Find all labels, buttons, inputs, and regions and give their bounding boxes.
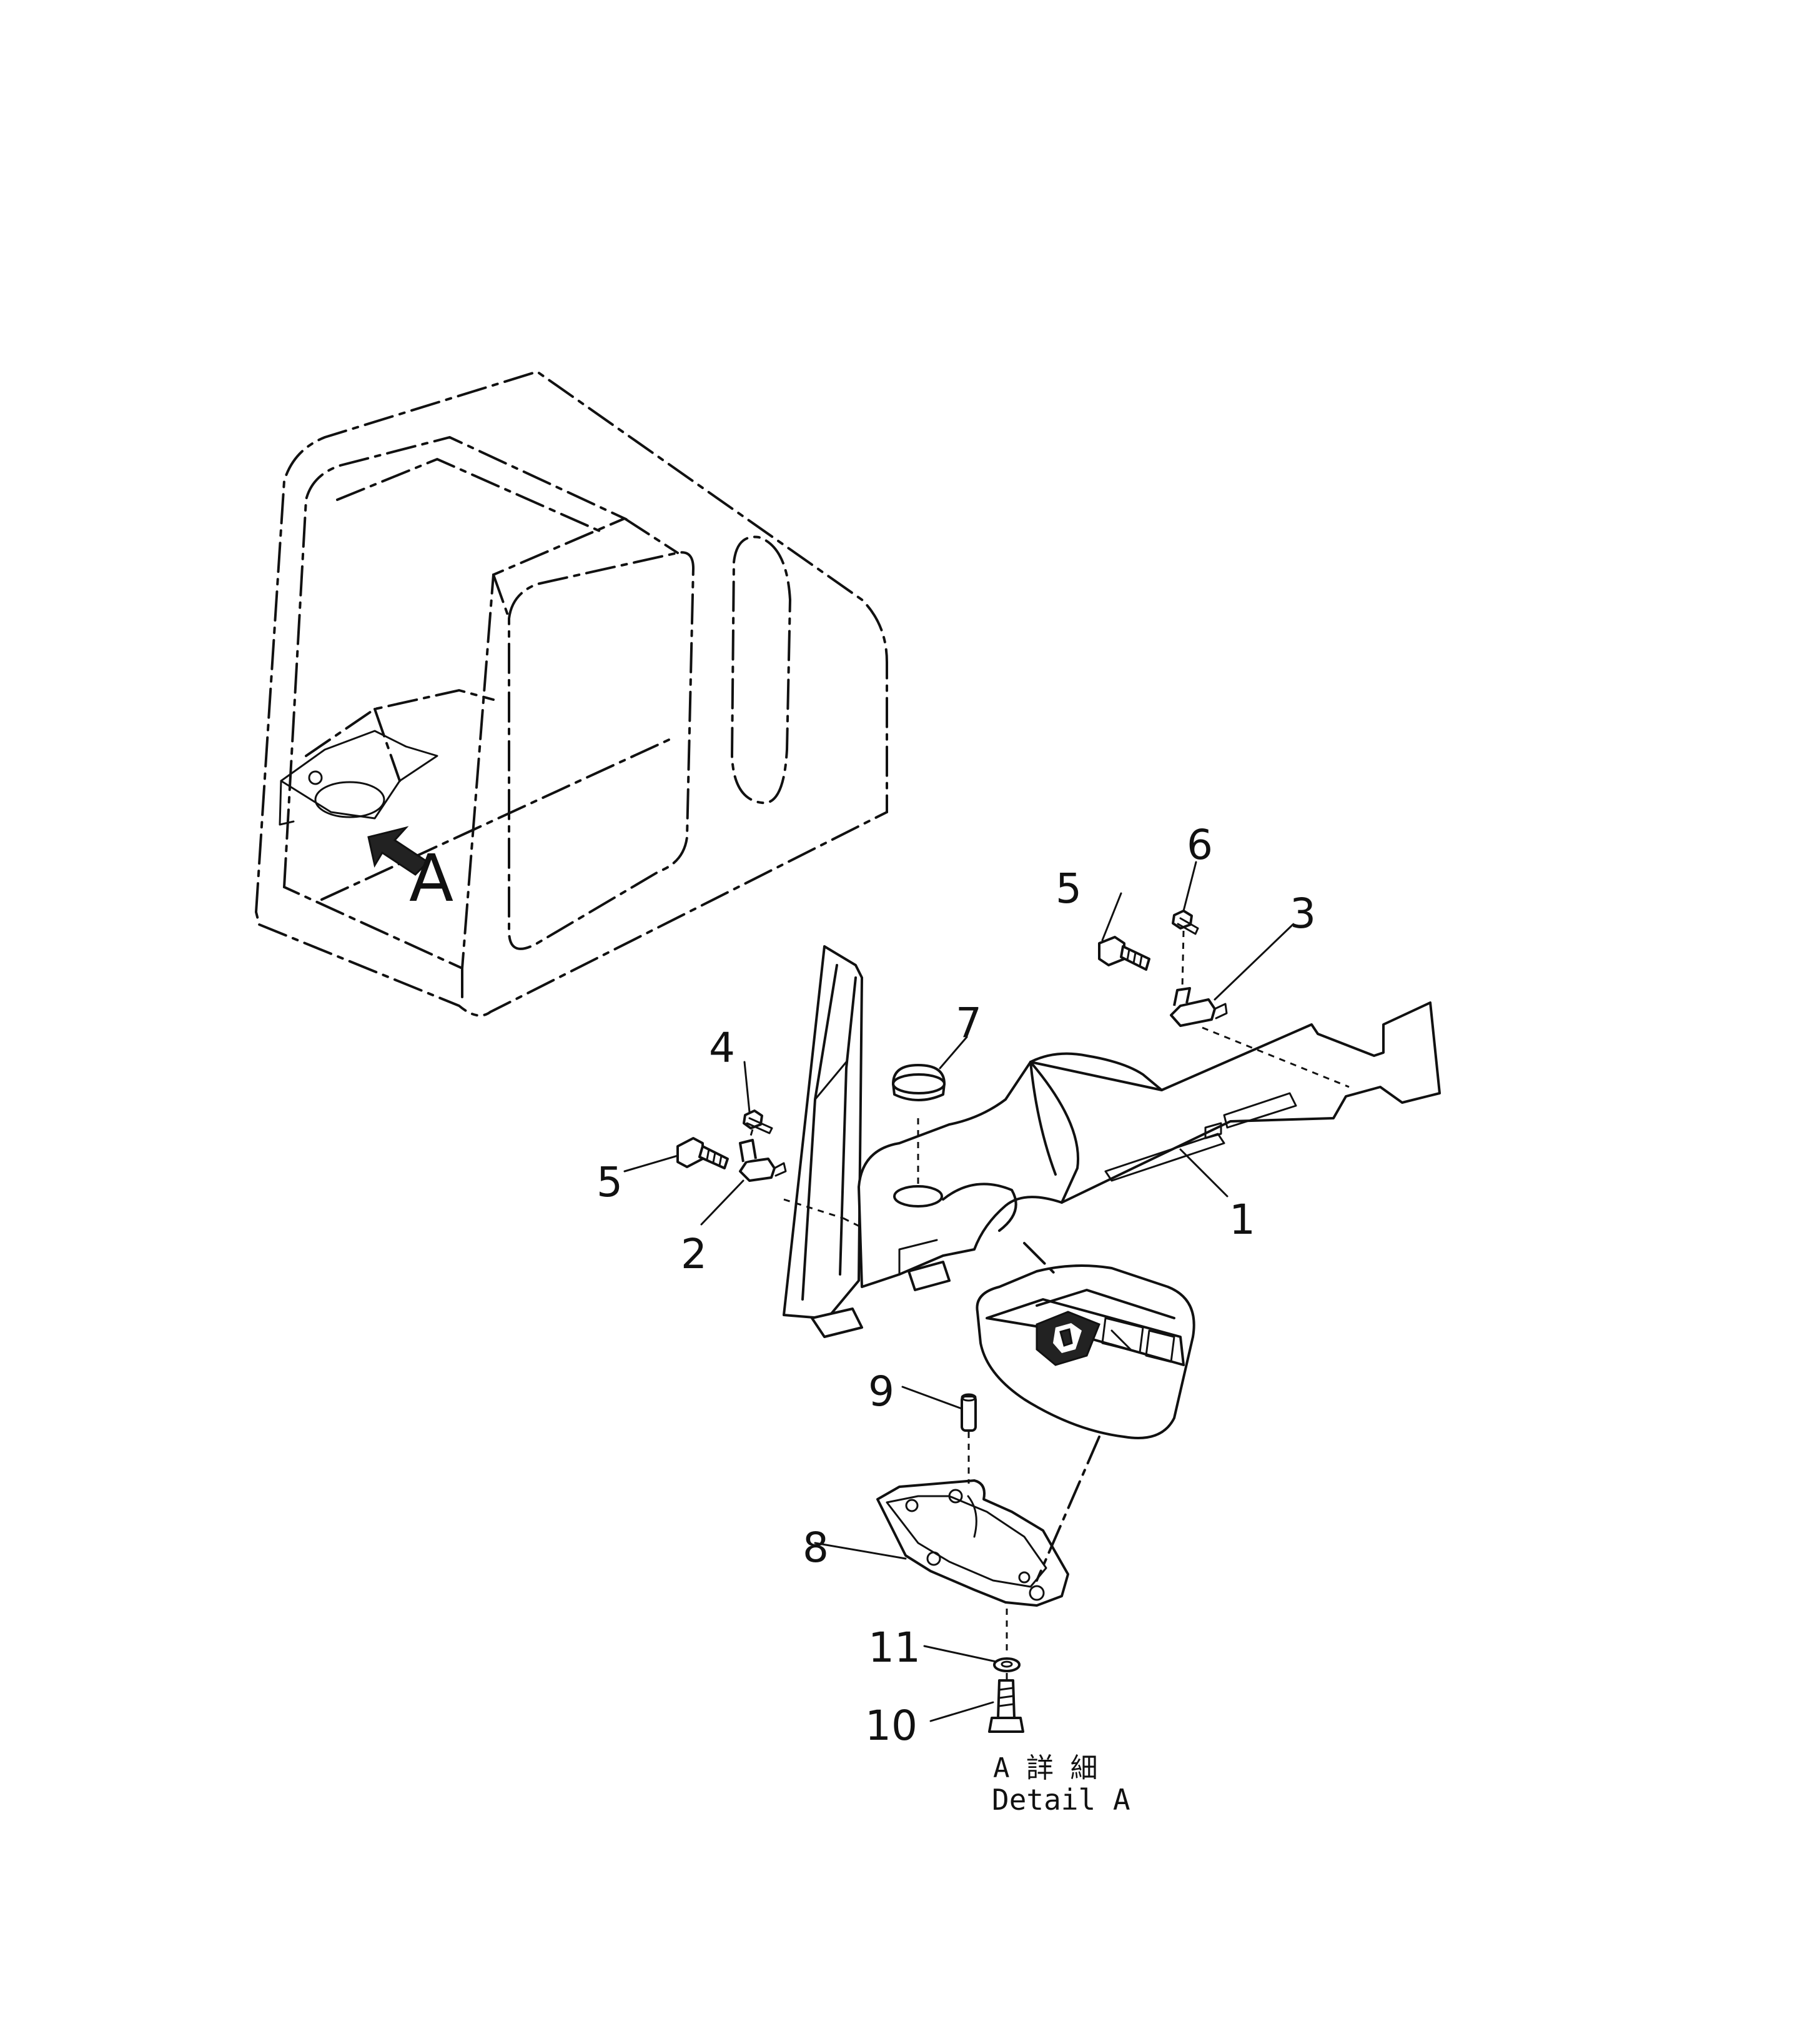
callout-5-right: 5 (1056, 865, 1082, 913)
callout-10: 10 (865, 1702, 917, 1750)
cap (892, 1064, 946, 1101)
callouts: 1 2 3 4 5 5 6 7 8 9 10 11 (596, 821, 1316, 1750)
washer (993, 1657, 1021, 1672)
bolt-10 (988, 1679, 1024, 1733)
view-arrow-a (367, 826, 430, 876)
assembly-lines (748, 930, 1350, 1680)
callout-11: 11 (868, 1624, 921, 1672)
view-label-a: A (409, 840, 453, 916)
bolt-left (676, 1137, 729, 1169)
callout-5-left: 5 (596, 1158, 623, 1206)
cab-console-sketch (279, 730, 438, 826)
pin (961, 1393, 977, 1432)
callout-3: 3 (1290, 890, 1316, 938)
cab-outline (254, 370, 888, 1017)
detail-caption-jp: A 詳 細 (993, 1752, 1097, 1784)
callout-2: 2 (681, 1230, 707, 1278)
bracket-plate (876, 1479, 1069, 1607)
nut-left (743, 1109, 773, 1134)
armrest-pad (976, 1264, 1195, 1439)
callout-9: 9 (868, 1367, 894, 1416)
bolt-right (1098, 936, 1150, 971)
callout-4: 4 (709, 1024, 735, 1072)
callout-6: 6 (1187, 821, 1213, 869)
leader-lines (623, 861, 1294, 1722)
callout-1: 1 (1229, 1196, 1255, 1244)
side-cover (783, 945, 1441, 1338)
clip-right (1170, 987, 1228, 1027)
detail-caption-en: Detail A (992, 1783, 1130, 1817)
callout-7: 7 (956, 999, 982, 1047)
clip-left (739, 1139, 787, 1182)
nut-right (1172, 910, 1199, 935)
callout-8: 8 (803, 1524, 829, 1572)
detail-caption: A 詳 細 Detail A (992, 1752, 1130, 1817)
